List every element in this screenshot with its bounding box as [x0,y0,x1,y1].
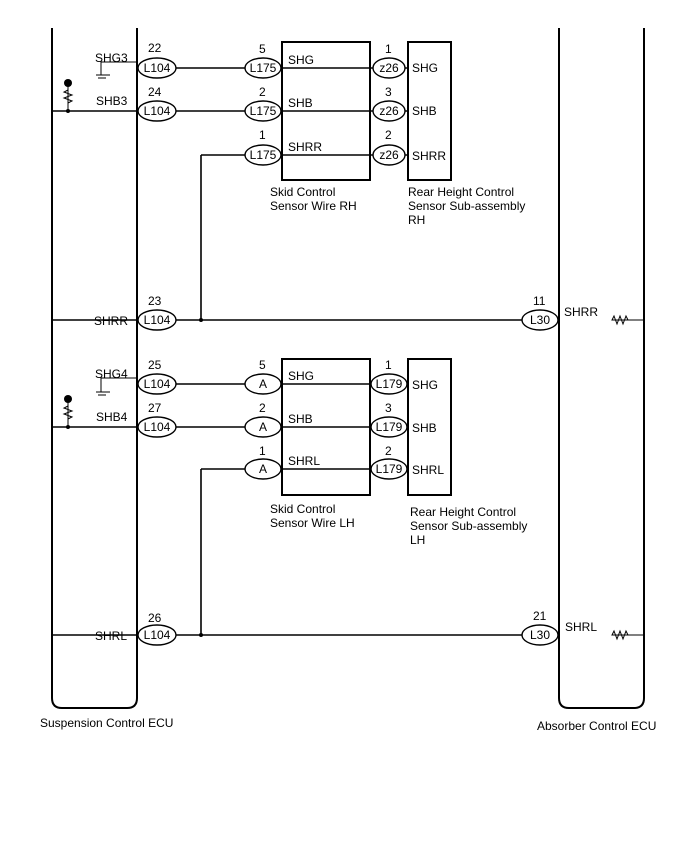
ecu-pin: 27 [148,401,162,415]
ecu-signal: SHRL [95,629,127,643]
connector-label: L179 [376,462,403,476]
connector-label: L104 [144,104,171,118]
sensor-pin: 1 [385,42,392,56]
connector-l104 [137,309,177,331]
connector-label: L104 [144,377,171,391]
sensor-rh-label-2: Sensor Sub-assembly [408,199,525,213]
skid-pin: 5 [259,358,266,372]
connector-label: L179 [376,377,403,391]
skid-signal: SHB [288,96,313,110]
absorber-pin: 21 [533,609,547,623]
sensor-pin: 2 [385,128,392,142]
suspension-ecu-label: Suspension Control ECU [40,716,173,730]
sensor-pin: 1 [385,358,392,372]
sensor-lh-label-2: Sensor Sub-assembly [410,519,527,533]
connector-a [244,458,282,480]
ecu-pin: 23 [148,294,162,308]
connector-label: A [259,462,267,476]
absorber-ecu-body [558,28,645,709]
sensor-rh-label-1: Rear Height Control [408,185,514,199]
connector-label: L179 [376,420,403,434]
connector-z26 [372,57,406,79]
skid-signal: SHRL [288,454,320,468]
skid-signal: SHG [288,53,314,67]
connector-label: A [259,420,267,434]
connector-l30 [521,624,559,646]
ecu-signal: SHG3 [95,51,128,65]
skid-lh-label-2: Sensor Wire LH [270,516,355,530]
connector-z26 [372,144,406,166]
sensor-signal: SHG [412,61,438,75]
connector-l104 [137,373,177,395]
ecu-pin: 24 [148,85,162,99]
sensor-lh-label-1: Rear Height Control [410,505,516,519]
sensor-signal: SHRL [412,463,444,477]
sensor-lh-label-3: LH [410,533,425,547]
connector-l179 [370,458,408,480]
suspension-ecu-body [51,28,138,709]
sensor-signal: SHB [412,421,437,435]
connector-label: L175 [250,104,277,118]
connector-label: z26 [379,148,399,162]
connector-z26 [372,100,406,122]
skid-signal: SHB [288,412,313,426]
connector-a [244,373,282,395]
connector-label: z26 [379,104,399,118]
connector-label: L30 [530,313,550,327]
skid-signal: SHRR [288,140,322,154]
connector-label: L104 [144,628,171,642]
connector-label: L104 [144,420,171,434]
connector-l104 [137,100,177,122]
connector-label: L175 [250,61,277,75]
ecu-pin: 26 [148,611,162,625]
connector-l179 [370,416,408,438]
ecu-signal: SHB4 [96,410,128,424]
connector-label: L30 [530,628,550,642]
connector-l104 [137,416,177,438]
connector-label: L175 [250,148,277,162]
sensor-signal: SHB [412,104,437,118]
rear-height-sensor-lh [407,358,452,496]
sensor-signal: SHG [412,378,438,392]
sensor-pin: 2 [385,444,392,458]
connector-label: L104 [144,61,171,75]
ecu-signal: SHG4 [95,367,128,381]
connector-a [244,416,282,438]
skid-pin: 2 [259,401,266,415]
skid-rh-label-1: Skid Control [270,185,335,199]
skid-signal: SHG [288,369,314,383]
skid-pin: 5 [259,42,266,56]
absorber-signal: SHRL [565,620,597,634]
connector-l175 [244,144,282,166]
absorber-pin: 11 [533,294,546,308]
skid-rh-label-2: Sensor Wire RH [270,199,357,213]
ecu-pin: 22 [148,41,162,55]
sensor-signal: SHRR [412,149,446,163]
absorber-ecu-label: Absorber Control ECU [537,719,656,733]
ecu-signal: SHRR [94,314,128,328]
ecu-signal: SHB3 [96,94,128,108]
connector-label: L104 [144,313,171,327]
absorber-signal: SHRR [564,305,598,319]
sensor-rh-label-3: RH [408,213,425,227]
connector-l175 [244,57,282,79]
connector-l104 [137,57,177,79]
sensor-pin: 3 [385,401,392,415]
skid-lh-label-1: Skid Control [270,502,335,516]
ecu-pin: 25 [148,358,162,372]
connector-l179 [370,373,408,395]
connector-l175 [244,100,282,122]
skid-pin: 1 [259,444,266,458]
skid-pin: 2 [259,85,266,99]
connector-label: z26 [379,61,399,75]
connector-l30 [521,309,559,331]
connector-label: A [259,377,267,391]
connector-l104 [137,624,177,646]
sensor-pin: 3 [385,85,392,99]
skid-pin: 1 [259,128,266,142]
